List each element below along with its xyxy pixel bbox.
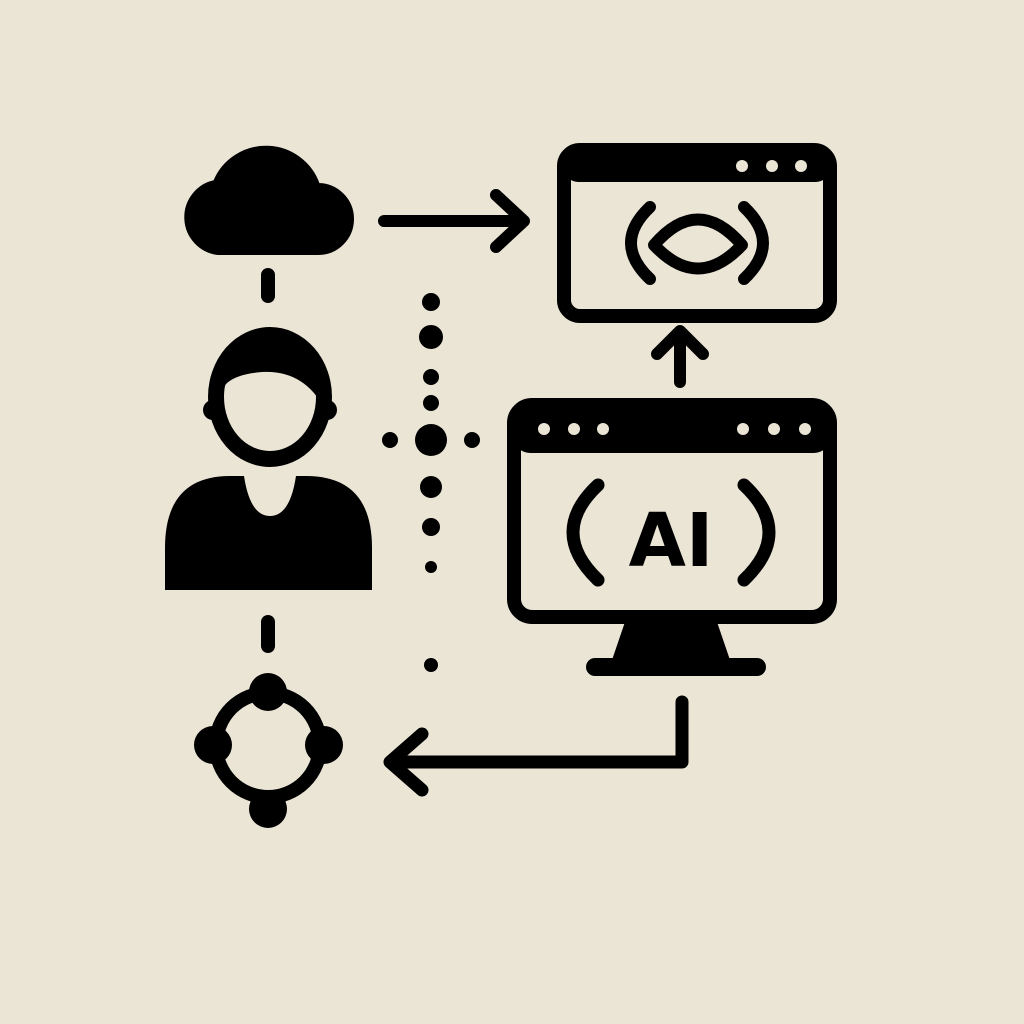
ai-monitor-dot-left-2	[568, 423, 580, 435]
user-ear-right	[317, 400, 337, 420]
ai-monitor-dot-right-3	[799, 423, 811, 435]
ai-monitor-dot-left-1	[538, 423, 550, 435]
ai-bracket-left	[566, 478, 605, 587]
ai-monitor-dot-right-1	[737, 423, 749, 435]
ai-monitor-stand	[612, 619, 730, 660]
vision-window-dot-1	[736, 160, 748, 172]
user-hair	[215, 331, 327, 408]
arrow-monitor-to-network	[383, 695, 689, 797]
network-node-top	[249, 673, 287, 711]
ai-monitor-dot-left-3	[597, 423, 609, 435]
network-node-right	[305, 726, 343, 764]
network-node-icon	[194, 673, 343, 828]
vision-window-titlebar	[564, 150, 830, 182]
vision-eye-bracket-left	[625, 201, 656, 285]
ai-bracket-right	[737, 478, 776, 587]
user-ear-left	[203, 400, 223, 420]
monitor-icon: AI	[507, 398, 837, 676]
ai-monitor-titlebar	[514, 405, 830, 453]
network-node-bottom	[249, 790, 287, 828]
eye-window-icon	[557, 143, 837, 323]
cloud-icon	[184, 145, 354, 255]
dotted-divider	[382, 293, 480, 672]
user-body	[165, 476, 372, 590]
arrow-monitor-to-window	[651, 325, 709, 388]
arrow-cloud-to-window	[378, 189, 530, 253]
vision-window-dot-2	[766, 160, 778, 172]
vision-eye-bracket-right	[738, 201, 769, 285]
network-node-left	[194, 726, 232, 764]
vision-window-dot-3	[795, 160, 807, 172]
ai-monitor-base	[586, 658, 766, 676]
ai-monitor-label: AI	[629, 498, 714, 584]
eye-icon	[648, 213, 748, 275]
user-icon	[165, 327, 372, 590]
ai-monitor-dot-right-2	[768, 423, 780, 435]
